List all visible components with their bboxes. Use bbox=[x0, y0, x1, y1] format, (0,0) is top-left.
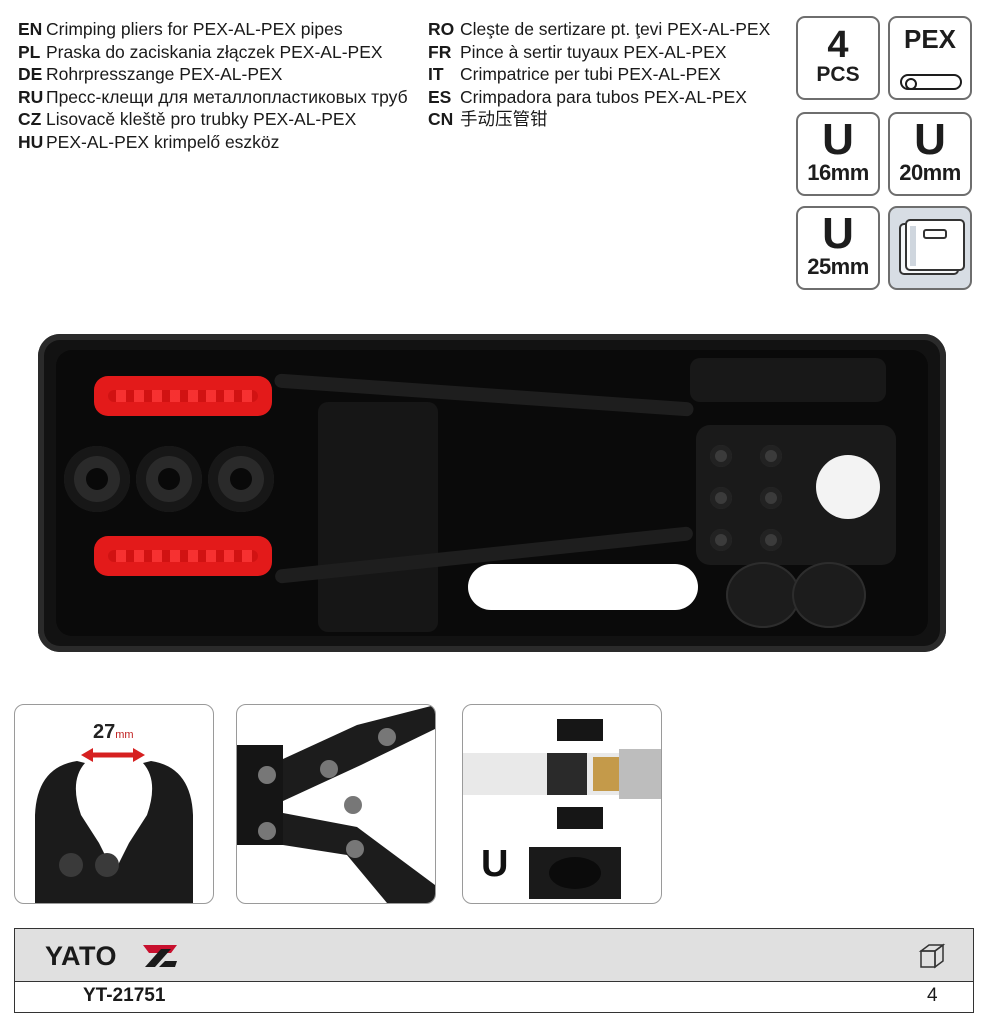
profile-letter: U bbox=[822, 209, 854, 258]
detail-photo-mechanism bbox=[236, 704, 436, 904]
lang-text: Pince à sertir tuyaux PEX-AL-PEX bbox=[460, 41, 727, 62]
size-20mm: 20mm bbox=[899, 160, 961, 185]
lang-code: EN bbox=[18, 19, 43, 39]
spec-carry-case bbox=[888, 206, 972, 290]
lang-code: DE bbox=[18, 64, 43, 84]
die-recess bbox=[792, 562, 866, 628]
spec-u20: U 20mm bbox=[888, 112, 972, 196]
lang-row-es: ES Crimpadora para tubos PEX-AL-PEX bbox=[428, 86, 788, 109]
model-row: YT-21751 4 bbox=[15, 982, 973, 1012]
profile-letter: U bbox=[914, 115, 946, 164]
box-icon bbox=[918, 943, 946, 969]
lang-text: Praska do zaciskania złączek PEX-AL-PEX bbox=[46, 41, 383, 62]
pcs-label: PCS bbox=[816, 63, 860, 86]
spec-u25: U 25mm bbox=[796, 206, 880, 290]
detail-photo-jaw-width: 27mm bbox=[14, 704, 214, 904]
jaw-width-label: 27mm bbox=[93, 721, 134, 744]
jaw-opening bbox=[816, 455, 880, 519]
size-16mm: 16mm bbox=[807, 160, 869, 185]
lang-text: PEX-AL-PEX krimpelő eszköz bbox=[46, 131, 280, 152]
lang-code: CZ bbox=[18, 109, 42, 129]
tray-compartment bbox=[318, 402, 438, 632]
pipe-fitting-photo bbox=[463, 719, 661, 899]
tray-compartment bbox=[690, 358, 886, 402]
bolt-icon bbox=[760, 487, 782, 509]
lang-code: RO bbox=[428, 19, 455, 39]
bolt-icon bbox=[760, 445, 782, 467]
lang-text: Crimpatrice per tubi PEX-AL-PEX bbox=[460, 64, 721, 84]
red-handle-upper bbox=[94, 376, 272, 416]
jaw-width-unit: mm bbox=[115, 729, 134, 741]
red-handle-lower bbox=[94, 536, 272, 576]
lang-text: Crimping pliers for PEX-AL-PEX pipes bbox=[46, 19, 343, 39]
mechanism-photo bbox=[237, 705, 435, 903]
jaw-opening-photo bbox=[35, 748, 193, 903]
lang-row-fr: FR Pince à sertir tuyaux PEX-AL-PEX bbox=[428, 41, 788, 64]
spec-pex-pipe: PEX bbox=[888, 16, 972, 100]
crimp-die bbox=[64, 446, 130, 512]
lang-code: FR bbox=[428, 41, 452, 62]
lang-code: HU bbox=[18, 131, 44, 152]
die-recess bbox=[726, 562, 800, 628]
lang-code: ES bbox=[428, 86, 452, 107]
crimp-die bbox=[136, 446, 202, 512]
spec-u16: U 16mm bbox=[796, 112, 880, 196]
profile-letter: U bbox=[822, 115, 854, 164]
jaw-width-value: 27 bbox=[93, 721, 116, 743]
bolt-icon bbox=[710, 445, 732, 467]
lang-code: IT bbox=[428, 64, 444, 84]
lang-row-cn: CN 手动压管钳 bbox=[428, 108, 788, 131]
lang-row-it: IT Crimpatrice per tubi PEX-AL-PEX bbox=[428, 63, 788, 86]
pex-label: PEX bbox=[903, 24, 957, 54]
lang-text: Lisovacě kleště pro trubky PEX-AL-PEX bbox=[46, 109, 357, 129]
carry-case-icon bbox=[899, 219, 965, 275]
tool-jaw-head bbox=[696, 425, 896, 565]
spec-pcs-count: 4 PCS bbox=[796, 16, 880, 100]
lang-code: PL bbox=[18, 41, 41, 62]
package-quantity: 4 bbox=[927, 985, 938, 1006]
die-profile-letter: U bbox=[481, 843, 509, 885]
lang-text: Пресс-клещи для металлопластиковых труб bbox=[46, 86, 408, 107]
size-25mm: 25mm bbox=[807, 254, 869, 279]
pipe-icon bbox=[900, 74, 962, 90]
product-case-photo bbox=[38, 334, 946, 652]
model-number: YT-21751 bbox=[83, 985, 166, 1006]
bolt-icon bbox=[710, 529, 732, 551]
brand-name: YATO bbox=[45, 941, 118, 971]
bolt-icon bbox=[710, 487, 732, 509]
lang-text: 手动压管钳 bbox=[460, 109, 548, 129]
lang-text: Cleşte de sertizare pt. ţevi PEX-AL-PEX bbox=[460, 19, 771, 39]
yato-logo-icon bbox=[143, 945, 177, 967]
detail-photo-u-die: U bbox=[462, 704, 662, 904]
lang-code: RU bbox=[18, 86, 44, 107]
lang-text: Crimpadora para tubos PEX-AL-PEX bbox=[460, 86, 747, 107]
bolt-icon bbox=[760, 529, 782, 551]
lang-code: CN bbox=[428, 109, 454, 129]
case-tray bbox=[56, 350, 928, 636]
brand-row: YATO bbox=[15, 929, 973, 982]
case-handle-cutout bbox=[468, 564, 698, 610]
lang-text: Rohrpresszange PEX-AL-PEX bbox=[46, 64, 283, 84]
product-info-table: YATO YT-21751 4 bbox=[14, 928, 974, 1013]
pcs-count: 4 bbox=[827, 24, 849, 66]
crimp-die bbox=[208, 446, 274, 512]
